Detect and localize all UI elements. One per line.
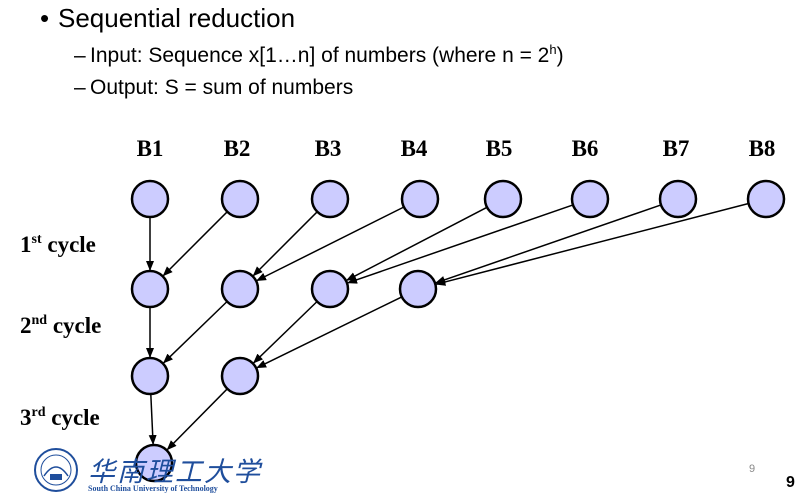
edge-arrow	[256, 206, 405, 282]
university-logo: 华南理工大学 South China University of Technol…	[30, 446, 330, 494]
reduction-node	[658, 179, 698, 219]
reduction-node	[130, 269, 170, 309]
page-number: 9	[786, 474, 795, 491]
dash-icon: –	[74, 76, 86, 99]
nodes	[130, 179, 786, 483]
bucket-label: B1	[137, 136, 164, 161]
reduction-node	[310, 179, 350, 219]
bullet-sub-input: –Input: Sequence x[1…n] of numbers (wher…	[74, 42, 564, 68]
edge-arrow	[252, 300, 318, 364]
edge-arrow	[256, 296, 403, 369]
dash-icon: –	[74, 44, 86, 67]
edge-arrow	[252, 211, 318, 277]
reduction-node	[398, 269, 438, 309]
edge-arrow	[162, 211, 228, 277]
cycle-label-2: 2nd cycle	[20, 313, 101, 338]
cycle-label-1: 1st cycle	[20, 232, 96, 257]
edge-arrow	[166, 388, 228, 451]
reduction-node	[130, 179, 170, 219]
bucket-label: B2	[224, 136, 251, 161]
university-seal-icon	[34, 448, 78, 492]
reduction-node	[483, 179, 523, 219]
reduction-node	[220, 179, 260, 219]
logo-chinese-name: 华南理工大学	[88, 457, 262, 488]
bucket-label: B7	[663, 136, 690, 161]
bucket-label: B6	[572, 136, 599, 161]
bucket-labels: B1 B2 B3 B4 B5 B6 B7 B8	[137, 136, 776, 161]
reduction-node	[310, 269, 350, 309]
bullet-dot-icon: •	[40, 3, 50, 33]
reduction-node	[130, 356, 170, 396]
reduction-node	[220, 356, 260, 396]
reduction-node	[134, 443, 174, 483]
bucket-label: B5	[486, 136, 513, 161]
bucket-label: B4	[401, 136, 428, 161]
input-suffix: )	[556, 44, 564, 67]
output-text: Output: S = sum of numbers	[90, 76, 354, 99]
reduction-node	[400, 179, 440, 219]
bullet-sub-output: –Output: S = sum of numbers	[74, 76, 353, 100]
input-sup: h	[549, 42, 557, 57]
bullet-main-text: Sequential reduction	[58, 3, 296, 33]
edge-arrow	[162, 300, 228, 364]
edge-arrow	[148, 393, 157, 445]
cycle-labels: 1st cycle 2nd cycle 3rd cycle	[20, 232, 101, 430]
edge-arrow	[435, 202, 749, 286]
edge-arrow	[347, 204, 574, 284]
input-text: Input: Sequence x[1…n] of numbers (where…	[90, 44, 550, 67]
bucket-label: B3	[315, 136, 342, 161]
edge-arrow	[435, 204, 662, 284]
logo-english-name: South China University of Technology	[88, 484, 218, 493]
bullet-main: • Sequential reduction	[40, 3, 295, 34]
edge-arrow	[346, 206, 488, 281]
reduction-node	[570, 179, 610, 219]
edges	[146, 202, 749, 451]
reduction-node	[746, 179, 786, 219]
cycle-label-3: 3rd cycle	[20, 405, 100, 430]
bucket-label: B8	[749, 136, 776, 161]
page-number-small: 9	[749, 463, 756, 475]
reduction-node	[220, 269, 260, 309]
